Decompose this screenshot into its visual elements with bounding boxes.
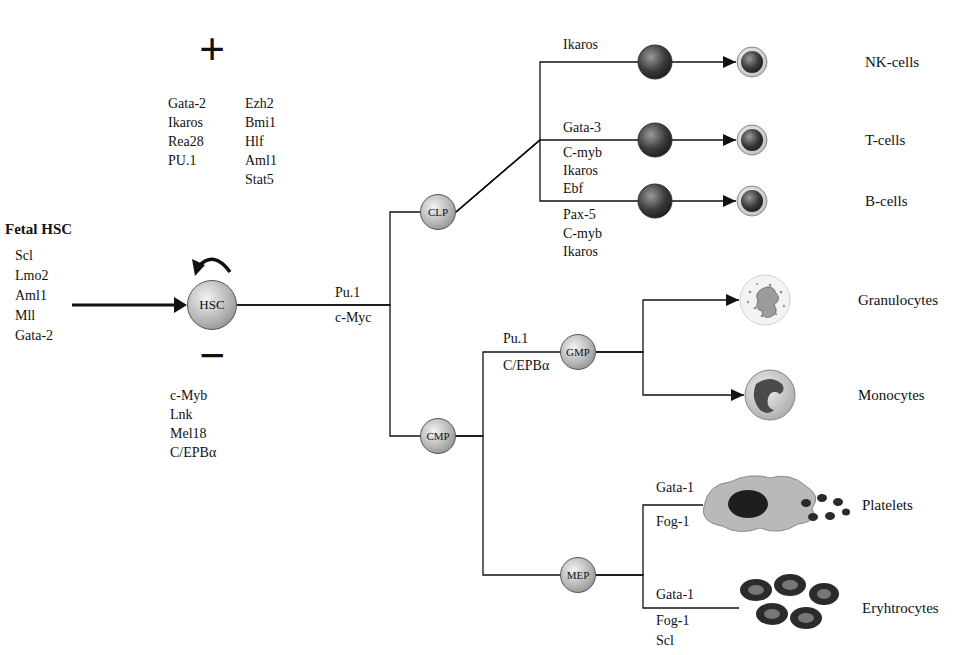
connector-line — [596, 300, 739, 352]
stem-cell-circle: HSC — [187, 280, 237, 330]
factor-label: Rea28 — [168, 134, 204, 150]
factor-label: Ikaros — [563, 37, 598, 53]
factor-label: Aml1 — [245, 153, 277, 169]
cell-type: Eryhtrocytes — [739, 593, 943, 623]
connector-line — [596, 352, 744, 395]
factor-label: Gata-2 — [15, 328, 53, 344]
factor-label: Gata-1 — [656, 480, 694, 496]
factor-label: Lmo2 — [15, 268, 48, 284]
factor-label: C/EPBα — [170, 445, 216, 461]
progenitor-circle: CMP — [420, 418, 456, 454]
cell-type: Granulocytes — [739, 274, 942, 326]
progenitor-circle: MEP — [560, 557, 596, 593]
factor-label: Gata-1 — [656, 587, 694, 603]
factor-label: c-Myb — [170, 388, 207, 404]
group-heading: Fetal HSC — [5, 221, 72, 237]
factor-label: Ikaros — [563, 163, 598, 179]
cell-type: B-cells — [736, 185, 912, 217]
node-text: T-cells — [865, 131, 905, 149]
cell-type: Monocytes — [744, 369, 929, 421]
node-text: B-cells — [865, 192, 908, 210]
connector-line — [456, 140, 736, 212]
factor-label: Scl — [656, 633, 674, 649]
progenitor-circle: GMP — [560, 334, 596, 370]
self-renewal-arrow — [192, 259, 230, 276]
factor-label: Gata-2 — [168, 96, 206, 112]
factor-label: Ikaros — [563, 244, 598, 260]
factor-label: Pu.1 — [503, 331, 528, 347]
progenitor-circle: CLP — [420, 194, 456, 230]
input-arrow — [72, 297, 187, 313]
node-text: GMP — [566, 346, 590, 358]
connector-line — [456, 352, 560, 436]
connector-line — [237, 212, 420, 305]
factor-label: Fog-1 — [656, 613, 689, 629]
connector-line — [596, 575, 739, 608]
factor-label: PU.1 — [168, 153, 196, 169]
regulation-sign: + — [199, 27, 225, 73]
factor-label: Pax-5 — [563, 207, 596, 223]
factor-label: Mel18 — [170, 426, 207, 442]
factor-label: Fog-1 — [656, 514, 689, 530]
connector-line — [237, 305, 420, 436]
factor-label: Ikaros — [168, 115, 203, 131]
precursor-cells — [638, 45, 672, 218]
node-text: Platelets — [862, 496, 913, 514]
node-text: CLP — [428, 206, 448, 218]
factor-label: Pu.1 — [335, 285, 360, 301]
connector-line — [456, 62, 736, 212]
node-text: HSC — [199, 297, 224, 313]
factor-label: Gata-3 — [563, 120, 601, 136]
factor-label: Lnk — [170, 407, 193, 423]
lymphocyte-cells — [737, 47, 767, 216]
factor-label: c-Myc — [335, 310, 372, 326]
connector-line — [456, 436, 560, 575]
cell-type: NK-cells — [736, 46, 924, 78]
cell-type: T-cells — [736, 124, 910, 156]
factor-label: Bmi1 — [245, 115, 276, 131]
factor-label: Aml1 — [15, 288, 47, 304]
monocyte-cell — [745, 370, 795, 420]
factor-label: Scl — [15, 248, 33, 264]
erythrocyte-illustration — [740, 574, 839, 629]
factor-label: Ebf — [563, 181, 583, 197]
granulocyte-cell — [740, 275, 790, 325]
factor-label: C-myb — [563, 145, 602, 161]
factor-label: Hlf — [245, 134, 264, 150]
connector-line — [596, 505, 703, 575]
node-text: CMP — [426, 430, 449, 442]
factor-label: Ezh2 — [245, 96, 274, 112]
factor-label: C/EPBα — [503, 358, 549, 374]
node-text: MEP — [567, 569, 590, 581]
regulation-sign: − — [199, 333, 225, 379]
connector-line — [456, 140, 736, 212]
platelet-illustration — [703, 476, 850, 532]
node-text: NK-cells — [865, 53, 919, 71]
cell-type: Platelets — [703, 477, 917, 533]
node-text: Eryhtrocytes — [862, 599, 939, 617]
node-text: Monocytes — [858, 386, 925, 404]
factor-label: Stat5 — [245, 172, 274, 188]
factor-label: C-myb — [563, 226, 602, 242]
node-text: Granulocytes — [858, 291, 938, 309]
factor-label: Mll — [15, 308, 35, 324]
